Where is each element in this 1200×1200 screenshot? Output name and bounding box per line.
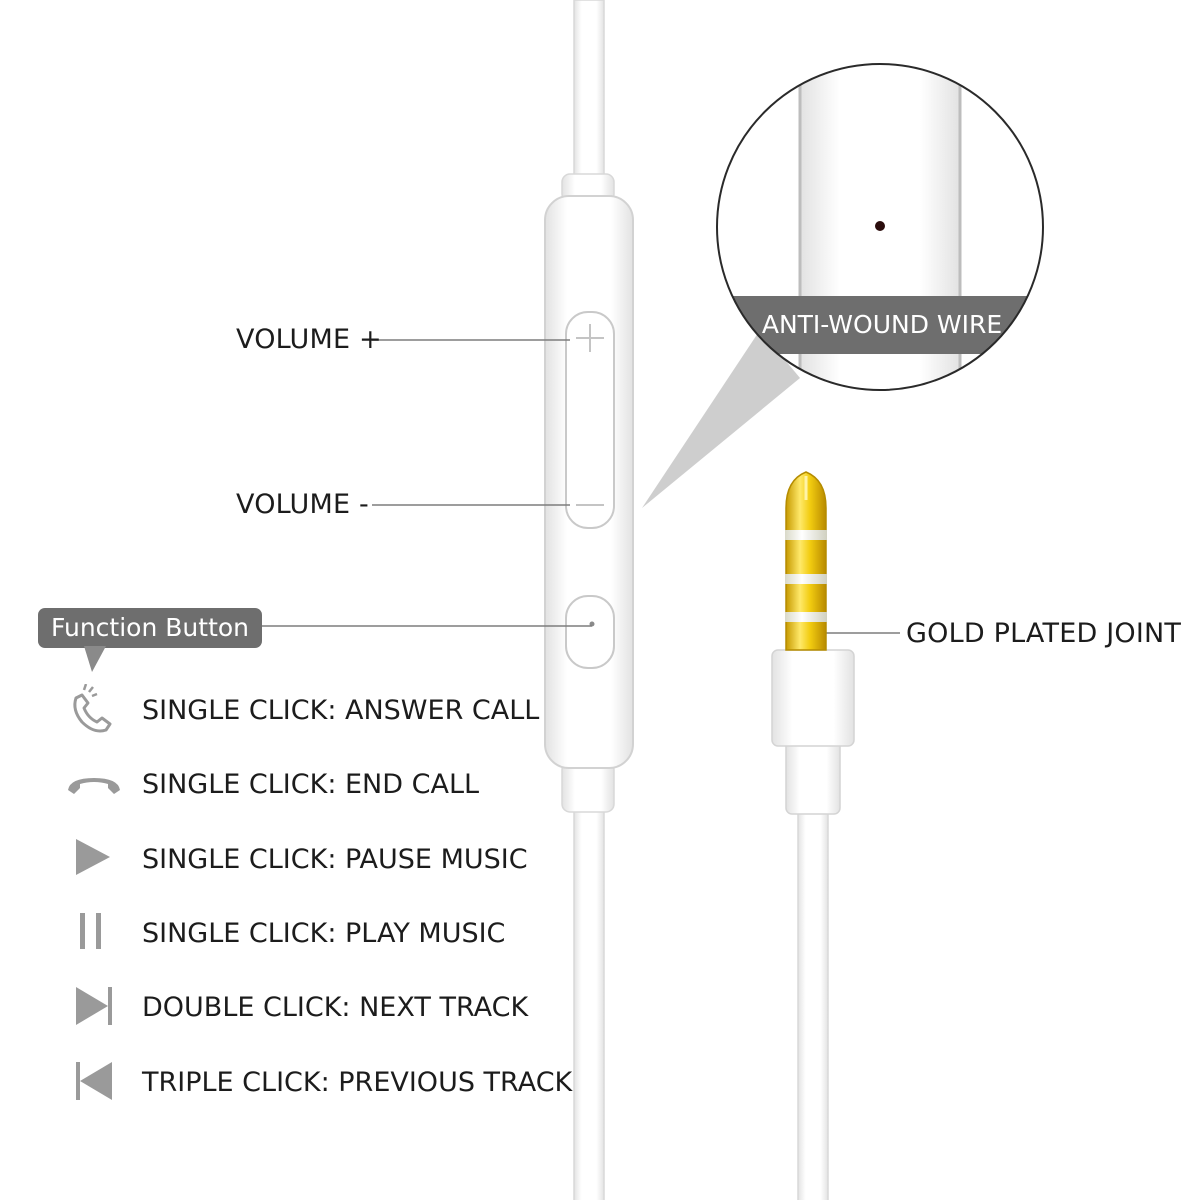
control-item-answer-call: SINGLE CLICK: ANSWER CALL xyxy=(62,684,582,740)
previous-track-icon xyxy=(76,1062,112,1100)
control-item-end-call: SINGLE CLICK: END CALL xyxy=(62,758,582,814)
phone-end-icon xyxy=(68,778,120,794)
leader-lines xyxy=(262,339,900,634)
play-icon xyxy=(76,839,110,875)
control-text: DOUBLE CLICK: NEXT TRACK xyxy=(142,992,529,1023)
volume-up-label: VOLUME + xyxy=(236,324,382,355)
control-text: SINGLE CLICK: PLAY MUSIC xyxy=(142,918,506,949)
inline-remote xyxy=(544,195,634,769)
control-item-next-track: DOUBLE CLICK: NEXT TRACK xyxy=(62,981,582,1037)
gold-plated-joint-label: GOLD PLATED JOINT xyxy=(906,618,1182,649)
volume-down-label: VOLUME - xyxy=(236,489,369,520)
control-text: SINGLE CLICK: END CALL xyxy=(142,769,480,800)
next-track-icon xyxy=(76,987,112,1025)
audio-jack xyxy=(771,471,855,1200)
zoom-callout-wedge xyxy=(642,330,800,508)
function-button-badge: Function Button xyxy=(38,608,262,648)
zoom-circle xyxy=(716,63,1044,391)
anti-wound-wire-label: ANTI-WOUND WIRE xyxy=(761,310,1003,339)
control-item-previous-track: TRIPLE CLICK: PREVIOUS TRACK xyxy=(62,1056,582,1112)
control-text: TRIPLE CLICK: PREVIOUS TRACK xyxy=(142,1067,573,1098)
pause-icon xyxy=(80,913,101,949)
control-text: SINGLE CLICK: PAUSE MUSIC xyxy=(142,844,528,875)
control-text: SINGLE CLICK: ANSWER CALL xyxy=(142,695,540,726)
badge-pointer xyxy=(84,646,106,672)
control-item-pause-music: SINGLE CLICK: PAUSE MUSIC xyxy=(62,833,582,889)
phone-answer-icon xyxy=(73,684,112,733)
control-item-play-music: SINGLE CLICK: PLAY MUSIC xyxy=(62,907,582,963)
